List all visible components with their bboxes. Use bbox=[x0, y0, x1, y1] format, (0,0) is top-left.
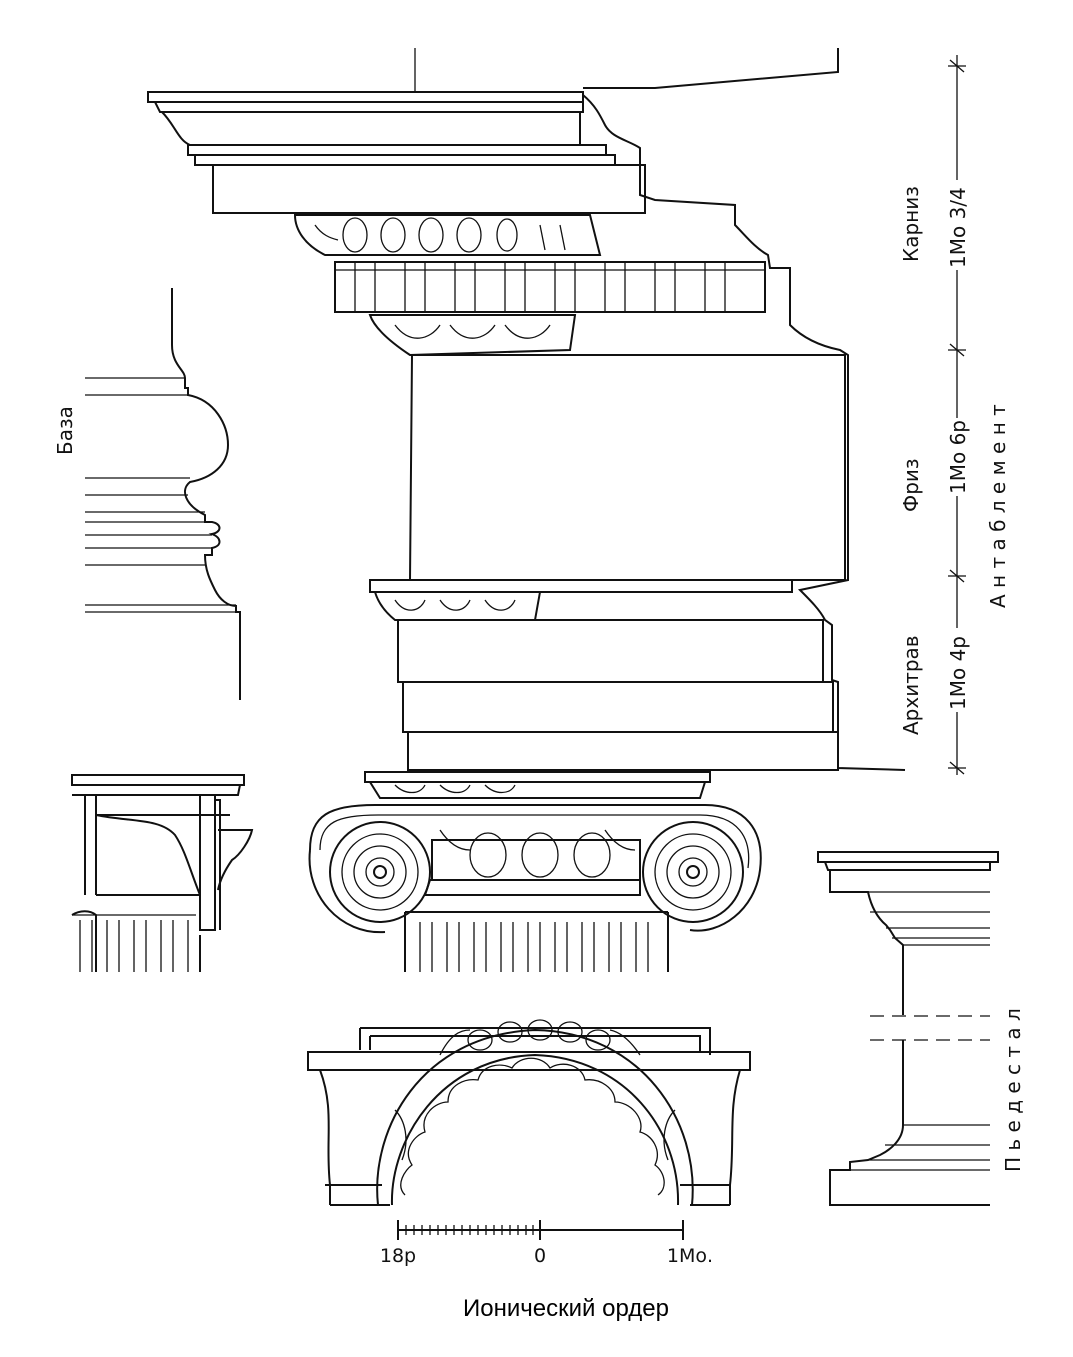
left-volute bbox=[329, 821, 431, 923]
cornice-corona-top bbox=[147, 91, 584, 103]
frieze-top-cyma bbox=[368, 314, 577, 357]
capital-volute-band bbox=[308, 804, 762, 934]
label-antablement: А н т а б л е м е н т bbox=[986, 404, 1010, 608]
scale-right-label: 1Мо. bbox=[667, 1245, 713, 1267]
cornice-fillet-2 bbox=[194, 154, 616, 166]
architrave-fascia-3 bbox=[407, 731, 839, 771]
frieze bbox=[408, 354, 846, 581]
label-arhitrav: Архитрав bbox=[899, 635, 923, 735]
label-pedestal: П ь е д е с т а л bbox=[1001, 1008, 1025, 1172]
cornice-corona bbox=[212, 164, 646, 214]
base-horizontal-lines bbox=[85, 377, 240, 613]
side-abacus bbox=[71, 774, 245, 786]
figure-caption: Ионический ордер bbox=[463, 1295, 669, 1322]
cornice-cymatium bbox=[153, 101, 584, 146]
dim-karniz: 1Мо 3/4 bbox=[946, 187, 970, 268]
plan-scallops bbox=[400, 1057, 665, 1196]
plan-inner-ring bbox=[390, 1053, 680, 1206]
entablature-elevation bbox=[147, 48, 906, 771]
architrave-fascia-2 bbox=[402, 681, 834, 733]
plan-eggs bbox=[439, 1019, 641, 1056]
scale-left-label: 18р bbox=[380, 1245, 416, 1267]
egg-and-dart-ornament bbox=[314, 217, 566, 253]
capital-shaft bbox=[404, 911, 669, 972]
pedestal-profile bbox=[817, 851, 999, 1206]
shaft-flutes bbox=[419, 922, 649, 972]
label-baza: База bbox=[53, 406, 77, 455]
ionic-capital-side bbox=[71, 774, 254, 972]
side-shaft-flutes bbox=[72, 914, 196, 972]
capital-plan bbox=[307, 1019, 751, 1206]
architrave-fascia-1 bbox=[397, 619, 824, 683]
scale-middle-label: 0 bbox=[534, 1245, 546, 1267]
capital-echinus-eggs bbox=[431, 829, 641, 881]
entablature-profile bbox=[582, 48, 906, 771]
ionic-capital-front bbox=[308, 771, 762, 972]
right-volute bbox=[642, 821, 744, 923]
label-friz: Фриз bbox=[899, 458, 923, 512]
scale-bar: 18р 0 1Мо. bbox=[380, 1220, 713, 1267]
cornice-fillet bbox=[187, 144, 607, 156]
plan-outer-ring bbox=[376, 1028, 694, 1206]
label-karniz: Карниз bbox=[899, 186, 923, 262]
capital-abacus bbox=[364, 771, 711, 783]
dim-arhitrav: 1Мо 4р bbox=[946, 636, 970, 710]
architrave-taenia bbox=[369, 579, 793, 593]
cornice-ovolo bbox=[293, 214, 602, 256]
base-profile bbox=[85, 288, 241, 700]
dimension-line bbox=[948, 55, 968, 775]
dentils bbox=[354, 261, 726, 313]
scale-ticks bbox=[405, 1225, 534, 1235]
dim-friz: 1Мо 6р bbox=[946, 420, 970, 494]
